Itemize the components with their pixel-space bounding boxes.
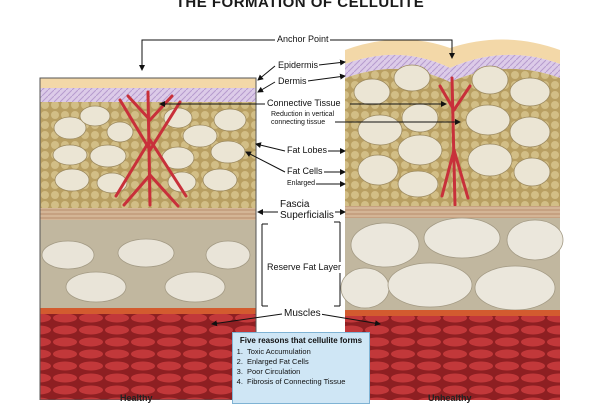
unhealthy-connective-tissue xyxy=(438,76,472,207)
label-reduction-line1: Reduction in vertical xyxy=(270,111,336,119)
healthy-muscle xyxy=(40,308,256,400)
unhealthy-fascia xyxy=(345,206,560,218)
healthy-reserve-fat-cells xyxy=(41,238,251,303)
diagram-title: THE FORMATION OF CELLULITE xyxy=(175,0,425,11)
reason-item: Toxic Accumulation xyxy=(245,347,369,357)
healthy-connective-tissue xyxy=(114,90,188,208)
reasons-heading: Five reasons that cellulite forms xyxy=(239,336,363,345)
label-dermis: Dermis xyxy=(277,76,308,87)
healthy-fascia xyxy=(40,208,256,220)
label-muscles: Muscles xyxy=(283,308,322,319)
label-unhealthy: Unhealthy xyxy=(428,393,472,403)
reasons-box: Five reasons that cellulite forms Toxic … xyxy=(232,332,370,404)
unhealthy-skin-panel xyxy=(340,39,564,400)
label-reduction-line2: connecting tissue xyxy=(270,119,327,127)
label-epidermis: Epidermis xyxy=(277,60,320,71)
label-superficialis: Superficialis xyxy=(279,210,335,221)
reasons-list: Toxic Accumulation Enlarged Fat Cells Po… xyxy=(233,347,369,387)
unhealthy-reserve-fat-cells xyxy=(340,217,564,311)
healthy-skin-panel xyxy=(39,77,257,401)
reason-item: Fibrosis of Connecting Tissue xyxy=(245,377,369,387)
unhealthy-dermis xyxy=(345,54,560,82)
reason-item: Enlarged Fat Cells xyxy=(245,357,369,367)
unhealthy-fat-cells xyxy=(353,64,551,198)
label-healthy: Healthy xyxy=(120,393,153,403)
leader-lines xyxy=(139,39,461,327)
label-connective-tissue: Connective Tissue xyxy=(266,98,342,109)
label-fat-lobes: Fat Lobes xyxy=(286,145,329,156)
reason-item: Poor Circulation xyxy=(245,367,369,377)
label-fascia: Fascia xyxy=(279,199,311,210)
label-fat-cells: Fat Cells xyxy=(286,166,324,177)
label-anchor-point: Anchor Point xyxy=(276,34,330,45)
label-enlarged: Enlarged xyxy=(286,180,317,188)
label-reserve-fat-layer: Reserve Fat Layer xyxy=(266,262,343,273)
healthy-epidermis xyxy=(40,78,256,88)
